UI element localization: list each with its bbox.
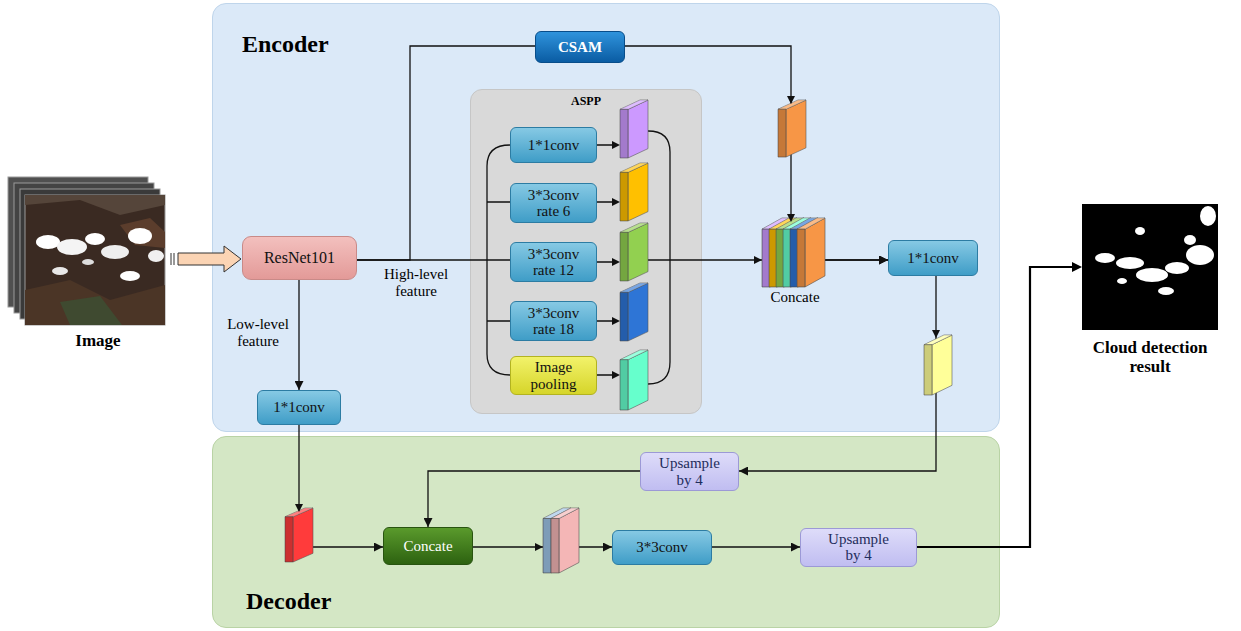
cloud-mask	[1116, 257, 1144, 269]
feature-map	[620, 350, 648, 410]
cloud-mask	[1095, 253, 1115, 263]
input-image	[60, 296, 122, 325]
input-image	[52, 267, 68, 275]
label-holder: Cloud detection result	[1080, 339, 1220, 377]
conv-box: 3*3conv rate 18	[510, 301, 597, 341]
input-image	[57, 239, 87, 255]
cloud-mask	[1200, 206, 1216, 226]
input-image	[25, 195, 165, 325]
caption-label: Image	[75, 332, 120, 351]
box-label: 1*1conv	[907, 250, 959, 267]
cloud-mask	[1117, 278, 1127, 284]
input-image	[25, 195, 165, 325]
connector	[298, 280, 299, 390]
input-image	[128, 228, 152, 244]
input-image	[120, 218, 165, 248]
output-arrow	[1072, 262, 1082, 272]
box-label: 3*3conv rate 6	[522, 187, 586, 220]
input-image	[120, 271, 140, 281]
connector	[357, 259, 470, 260]
panel-title: Encoder	[242, 31, 329, 57]
panel-title: Decoder	[246, 588, 331, 614]
caption-label: Cloud detection result	[1080, 339, 1220, 376]
conv-box: 1*1conv	[257, 390, 341, 425]
cloud-mask	[1158, 287, 1174, 295]
aspp-bracket	[648, 259, 702, 260]
feature-map	[620, 283, 648, 341]
box-label: 3*3conv	[636, 539, 688, 556]
conv-box: 1*1conv	[888, 240, 978, 276]
feature-map	[797, 218, 825, 287]
input-image	[25, 195, 165, 215]
feature-map	[620, 163, 648, 221]
edge-label-holder: High-level feature	[370, 266, 462, 300]
concat-box: Concate	[383, 527, 473, 565]
feature-map	[285, 508, 313, 562]
box-label: Upsample by 4	[823, 531, 895, 564]
aspp-bracket	[470, 259, 510, 260]
input-image	[85, 233, 105, 245]
box-label: Image pooling	[522, 359, 586, 392]
conv-box: 3*3conv rate 6	[510, 183, 597, 223]
conv-box: 1*1conv	[510, 127, 597, 163]
cloud-mask	[1184, 235, 1196, 245]
box-label: 3*3conv rate 12	[522, 246, 586, 279]
cloud-mask	[1082, 204, 1218, 330]
cloud-mask	[1186, 245, 1214, 265]
aspp-panel: ASPP 1*1conv 3*3conv rate 6 3*3conv rate 12…	[470, 89, 702, 414]
caption-label: Concate	[770, 289, 819, 306]
feature-map	[778, 100, 806, 157]
label-holder: Concate	[758, 289, 832, 306]
cloud-mask	[1165, 262, 1189, 274]
feature-map	[551, 508, 579, 573]
box-label: 1*1conv	[273, 399, 325, 416]
label-holder: Image	[50, 331, 146, 351]
input-image	[101, 245, 129, 259]
conv-box: 3*3conv	[612, 530, 712, 565]
box-label: 1*1conv	[528, 137, 580, 154]
input-image	[36, 235, 60, 249]
feature-map	[620, 100, 648, 158]
box-label: ResNet101	[264, 249, 335, 267]
attention-module-box: CSAM	[535, 31, 625, 63]
input-image	[82, 259, 94, 265]
encoder-panel: Encoder CSAM ResNet101 ASPP 1*1conv 3*3conv r…	[212, 3, 1000, 432]
connector	[712, 546, 800, 547]
input-arrow	[171, 253, 174, 265]
decoder-panel: Decoder Upsample by 4 Concate 3*3conv Upsamp…	[212, 436, 1000, 628]
edge-label: Low-level feature	[222, 316, 294, 349]
backbone-box: ResNet101	[242, 236, 357, 280]
pooling-box: Image pooling	[510, 356, 597, 395]
feature-map	[924, 335, 952, 395]
box-label: Upsample by 4	[654, 455, 726, 488]
input-image	[25, 280, 165, 325]
cloud-mask	[1135, 227, 1145, 235]
box-label: CSAM	[558, 39, 602, 56]
cloud-mask	[1082, 204, 1218, 330]
edge-label-holder: Low-level feature	[222, 316, 294, 350]
box-label: Concate	[403, 538, 452, 555]
panel-title: ASPP	[571, 95, 601, 108]
box-label: 3*3conv rate 18	[522, 305, 586, 338]
cloud-mask	[1136, 268, 1168, 282]
edge-label: High-level feature	[370, 266, 462, 299]
conv-box: 3*3conv rate 12	[510, 242, 597, 282]
upsample-box: Upsample by 4	[640, 452, 739, 491]
upsample-box: Upsample by 4	[800, 528, 917, 567]
feature-map	[620, 223, 648, 281]
arrowhead	[787, 214, 795, 222]
input-image	[8, 177, 165, 325]
input-image	[148, 250, 164, 262]
